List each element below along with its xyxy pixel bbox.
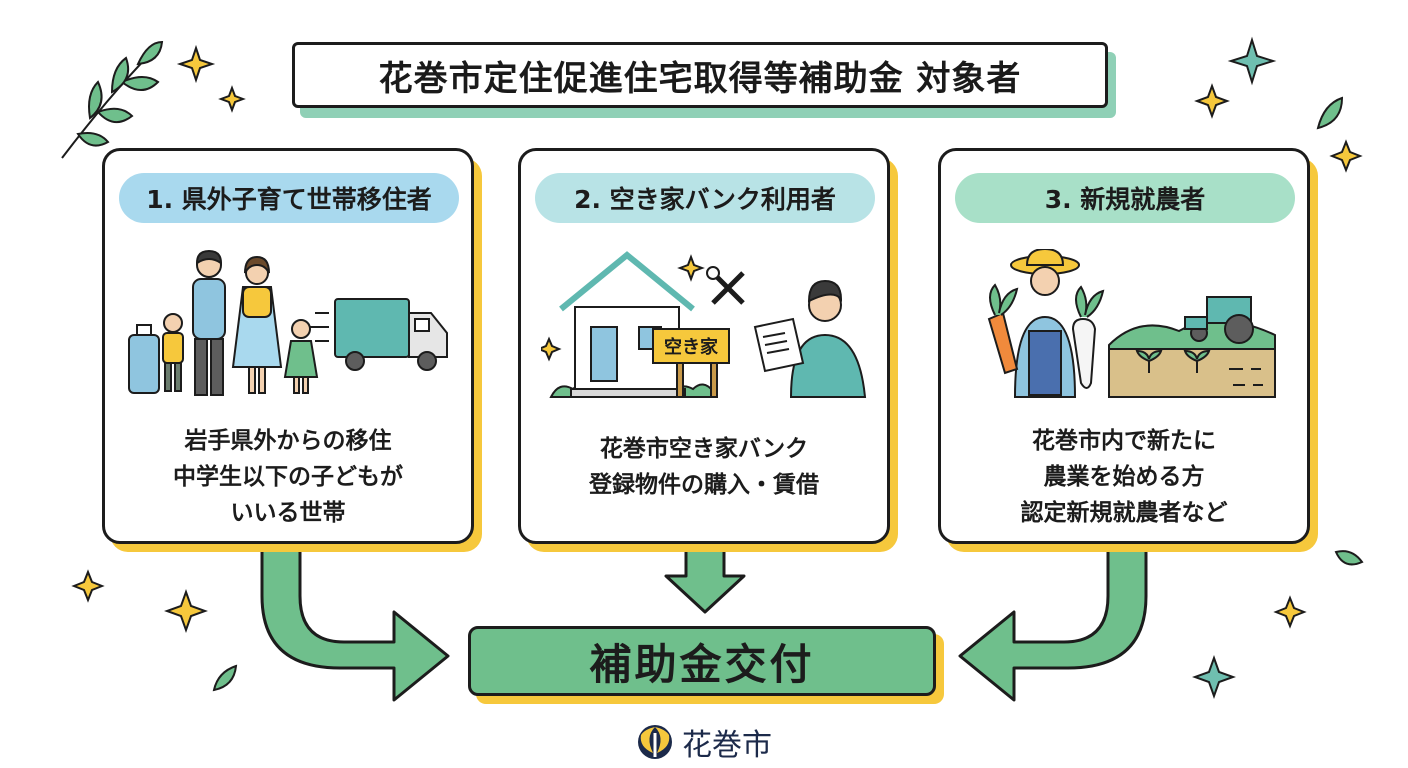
house-icon [559, 251, 695, 312]
category-label: 2. 空き家バンク利用者 [535, 173, 875, 223]
farmer-illustration [987, 249, 1276, 398]
result-box: 補助金交付 [468, 626, 936, 696]
document-icon [753, 317, 805, 373]
sparkle-icon [541, 336, 562, 362]
category-label: 3. 新規就農者 [955, 173, 1295, 223]
city-logo: 花巻市 [636, 720, 772, 764]
carrot-icon [987, 311, 1019, 375]
logo-text: 花巻市 [682, 728, 772, 763]
description-line: 登録物件の購入・賃借 [589, 472, 819, 498]
page-title: 花巻市定住促進住宅取得等補助金 対象者 [292, 42, 1108, 108]
sparkle-icon [164, 589, 208, 633]
card-farmer: 3. 新規就農者 [938, 148, 1310, 544]
leaf-branch-icon [61, 40, 164, 159]
sparkle-icon [71, 569, 105, 603]
sparkle-icon [1329, 139, 1363, 173]
description-line: 認定新規就農者など [1020, 500, 1228, 526]
sparkle-icon [1273, 595, 1307, 629]
vacant-house-illustration: 空き家 [541, 251, 867, 398]
description-line: 岩手県外からの移住 [184, 428, 392, 454]
card-family: 1. 県外子育て世帯移住者 [102, 148, 474, 544]
tools-icon [711, 271, 745, 305]
arrow-right-curve-icon [958, 542, 1148, 702]
card-vacant-house: 2. 空き家バンク利用者 [518, 148, 890, 544]
description-line: 花巻市空き家バンク [599, 436, 809, 462]
sparkle-icon [677, 254, 705, 282]
description-line: 農業を始める方 [1043, 464, 1205, 490]
arrow-down-icon [664, 542, 746, 614]
category-label: 1. 県外子育て世帯移住者 [119, 173, 459, 223]
sparkle-icon [218, 85, 246, 113]
city-emblem-icon [638, 725, 672, 759]
card-description: 岩手県外からの移住 中学生以下の子どもが いいる世帯 [105, 423, 471, 531]
suitcase-icon [128, 334, 160, 394]
arrow-left-curve-icon [260, 542, 450, 702]
sparkle-icon [176, 44, 216, 84]
sparkle-icon [1194, 83, 1230, 119]
description-line: 花巻市内で新たに [1032, 428, 1216, 454]
card-description: 花巻市空き家バンク 登録物件の購入・賃借 [521, 431, 887, 503]
sign-text: 空き家 [664, 336, 719, 358]
farmer-icon [1030, 266, 1060, 296]
leaf-icon [212, 664, 238, 692]
description-line: 中学生以下の子どもが [173, 464, 403, 490]
leaf-icon [1334, 550, 1364, 566]
sparkle-icon [1192, 655, 1236, 699]
family-moving-illustration [128, 249, 448, 396]
radish-icon [1071, 317, 1097, 389]
description-line: いいる世帯 [230, 500, 346, 526]
truck-icon [334, 298, 410, 358]
sign-board [652, 328, 730, 364]
sparkle-icon [1227, 36, 1277, 86]
card-description: 花巻市内で新たに 農業を始める方 認定新規就農者など [941, 423, 1307, 531]
leaf-icon [1316, 96, 1344, 130]
